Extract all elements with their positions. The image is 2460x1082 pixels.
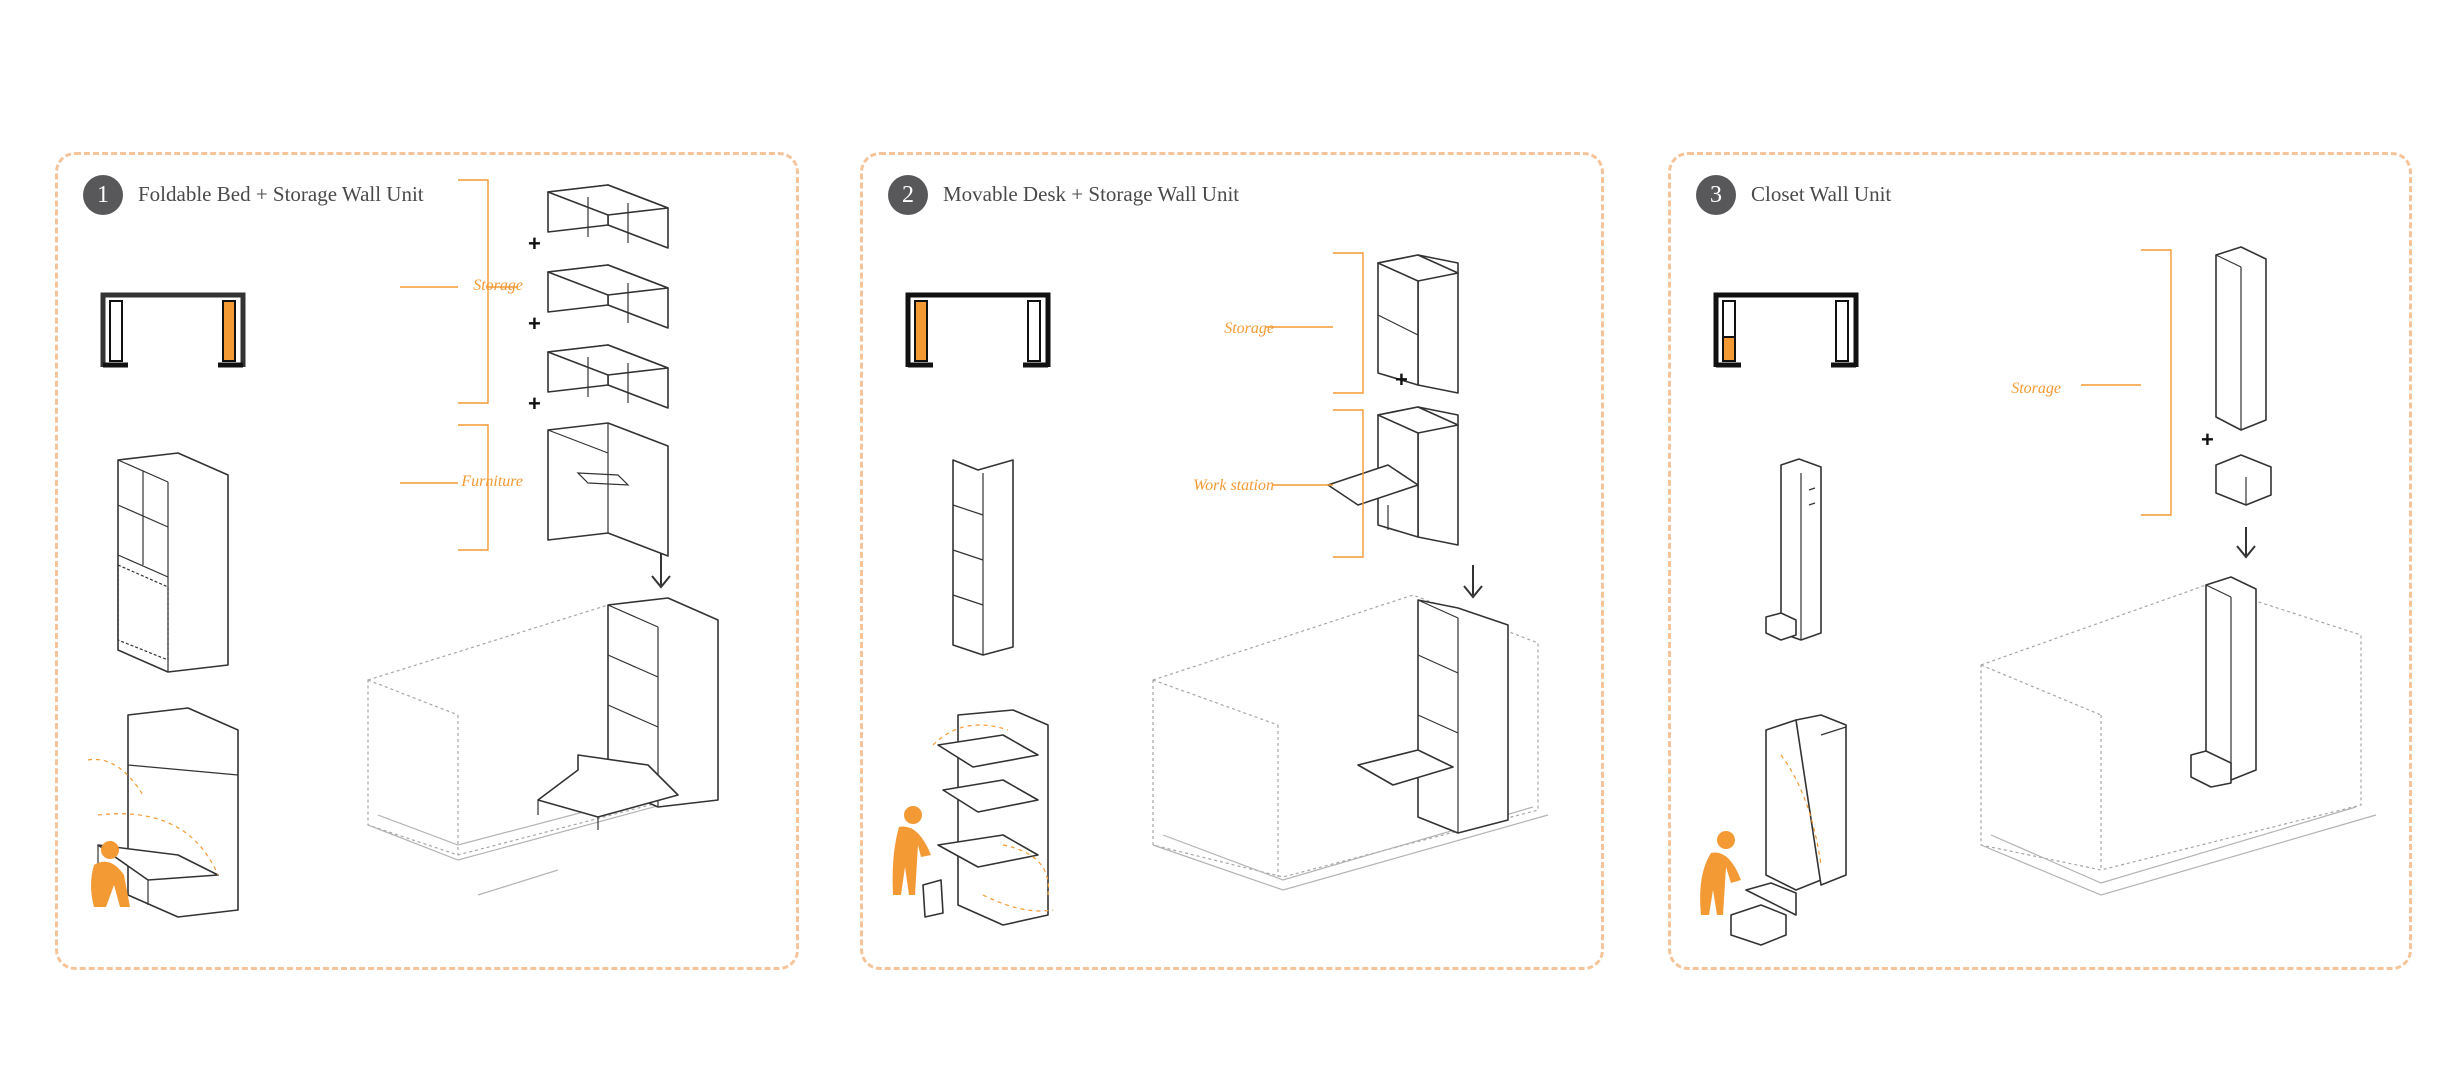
panel-3-illustration: +: [1700, 246, 2377, 946]
room-with-desk: [1152, 594, 1549, 891]
floor-plan-icon: [100, 292, 246, 368]
label-furniture: Furniture: [461, 473, 523, 490]
closet-tower-module: [2215, 246, 2267, 431]
storage-unit-illustration: [952, 459, 1014, 656]
plus-signs: + + +: [528, 231, 541, 416]
bed-open-illustration: [87, 707, 239, 918]
plus-sign: +: [1395, 367, 1408, 392]
person-icon: [892, 806, 931, 895]
panel-foldable-bed: 1 Foldable Bed + Storage Wall Unit Stora…: [55, 152, 799, 970]
svg-text:+: +: [528, 311, 541, 336]
step-number-badge: 1: [83, 175, 123, 215]
foldable-bed-module: [547, 422, 669, 557]
room-with-closet: [1980, 576, 2377, 896]
label-storage: Storage: [2011, 380, 2061, 397]
closet-open-illustration: [1730, 714, 1847, 946]
panel-1-illustration: + + +: [87, 179, 719, 918]
room-with-bed: [367, 597, 719, 896]
svg-text:+: +: [528, 391, 541, 416]
storage-module: [1377, 254, 1459, 394]
bed-wall-unit-illustration: [117, 452, 229, 673]
step-number-badge: 2: [888, 175, 928, 215]
plus-sign: +: [2201, 427, 2214, 452]
panel-2-illustration: +: [892, 252, 1549, 926]
panel-title: Movable Desk + Storage Wall Unit: [943, 182, 1240, 206]
step-number-badge: 3: [1696, 175, 1736, 215]
storage-shelf-module: [547, 184, 669, 249]
panel-closet: 3 Closet Wall Unit Storage +: [1668, 152, 2412, 970]
label-work-station: Work station: [1193, 477, 1274, 494]
panel-movable-desk: 2 Movable Desk + Storage Wall Unit Stora…: [860, 152, 1604, 970]
label-storage: Storage: [473, 277, 523, 294]
closet-base-module: [2215, 454, 2272, 506]
svg-text:+: +: [528, 231, 541, 256]
floor-plan-icon: [905, 292, 1051, 368]
closet-unit-illustration: [1765, 458, 1822, 641]
work-station-module: [1327, 406, 1459, 546]
person-icon: [1700, 831, 1741, 915]
label-storage: Storage: [1224, 320, 1274, 337]
panel-title: Closet Wall Unit: [1751, 182, 1892, 206]
storage-shelf-module: [547, 344, 669, 409]
storage-shelf-module: [547, 264, 669, 329]
desk-open-illustration: [922, 709, 1054, 926]
panel-title: Foldable Bed + Storage Wall Unit: [138, 182, 424, 206]
floor-plan-icon: [1713, 292, 1859, 368]
person-icon: [91, 841, 130, 907]
